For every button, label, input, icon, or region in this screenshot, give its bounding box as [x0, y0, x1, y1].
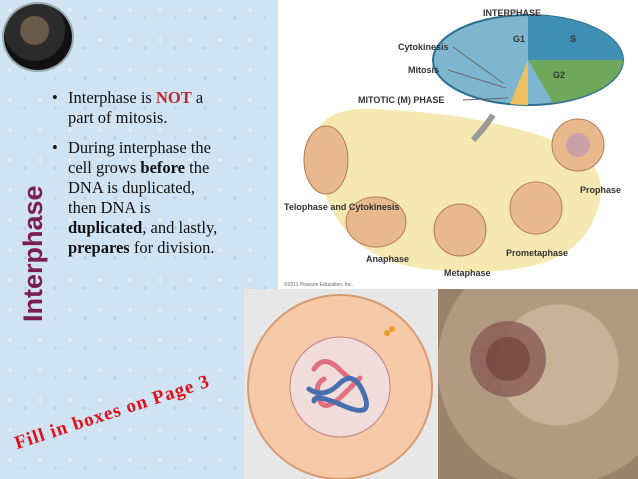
g2-sector — [528, 60, 623, 103]
bullet-text: a part of mitosis. — [68, 88, 204, 127]
cell-cycle-diagram: INTERPHASE G1 S G2 Cytokinesis Mitosis M… — [284, 8, 624, 288]
interphase-cell-illustration — [244, 289, 438, 479]
cycle-arrow — [470, 113, 496, 143]
leader-line — [452, 46, 504, 84]
g2-label: G2 — [553, 70, 565, 80]
mitotic-phase-label: MITOTIC (M) PHASE — [358, 95, 444, 105]
anaphase-label: Anaphase — [366, 254, 409, 264]
cell-thumbnail-image — [4, 4, 72, 70]
telophase-label: Telophase and Cytokinesis — [284, 202, 399, 212]
interphase-cell-micrograph — [438, 289, 638, 479]
metaphase-label: Metaphase — [444, 268, 491, 278]
prometaphase-cell — [509, 181, 563, 235]
cytokinesis-label: Cytokinesis — [398, 42, 449, 52]
interphase-ring-title: INTERPHASE — [483, 8, 541, 18]
bullet-list: Interphase is NOT a part of mitosis. Dur… — [50, 88, 220, 268]
slide-title: Interphase — [18, 185, 48, 322]
leader-line — [462, 97, 509, 101]
bullet-text: , and lastly, — [142, 218, 218, 237]
bullet-bold: before — [140, 158, 185, 177]
bullet-text: Interphase is — [68, 88, 156, 107]
bullet-bold: prepares — [68, 238, 130, 257]
bullet-bold: duplicated — [68, 218, 143, 237]
mitosis-label: Mitosis — [408, 65, 439, 75]
prometaphase-label: Prometaphase — [506, 248, 568, 258]
bullet-text: the DNA is duplicated, then DNA is — [68, 158, 210, 217]
telophase-cell — [303, 125, 349, 195]
prophase-label: Prophase — [580, 185, 621, 195]
bullet-item: During interphase the cell grows before … — [50, 138, 220, 258]
g1-label: G1 — [513, 34, 525, 44]
s-sector — [528, 15, 623, 60]
copyright-text: ©2011 Pearson Education, Inc. — [284, 281, 353, 288]
bullet-item: Interphase is NOT a part of mitosis. — [50, 88, 220, 128]
anaphase-cell — [345, 196, 407, 248]
bullet-emphasis: NOT — [155, 88, 192, 107]
bullet-text: During interphase the cell grows — [68, 138, 211, 177]
prophase-nucleus — [566, 133, 590, 157]
metaphase-cell — [433, 203, 487, 257]
m-phase-wedge — [510, 60, 528, 105]
s-label: S — [570, 34, 576, 44]
leader-line — [447, 69, 507, 89]
bullet-text: for division. — [129, 238, 215, 257]
